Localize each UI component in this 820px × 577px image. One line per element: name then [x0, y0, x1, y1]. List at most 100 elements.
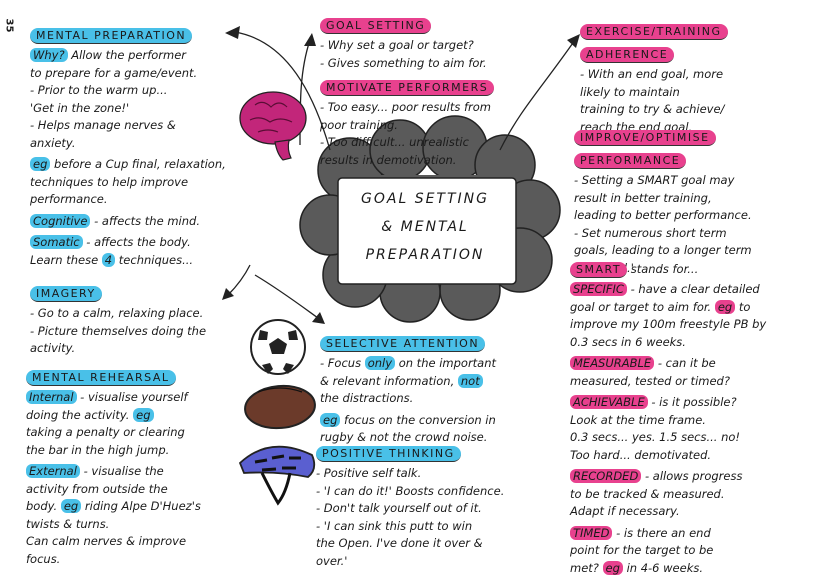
- note-line: SPECIFIC - have a clear detailed: [570, 281, 766, 299]
- note-line: - 'I can sink this putt to win: [316, 518, 504, 536]
- note-line: - Go to a calm, relaxing place.: [30, 305, 206, 323]
- note-text: - 'I can do it!' Boosts confidence.: [316, 484, 504, 498]
- note-text: likely to maintain: [580, 85, 680, 99]
- note-line: poor training.: [320, 117, 494, 135]
- highlighted-keyword: eg: [30, 157, 50, 171]
- section-improve-performance: IMPROVE/OPTIMISE PERFORMANCE - Setting a S…: [574, 126, 752, 277]
- note-text: - 'I can sink this putt to win: [316, 519, 472, 533]
- highlighted-keyword: MEASURABLE: [570, 356, 654, 370]
- note-line: MEASURABLE - can it be: [570, 355, 766, 373]
- note-line: techniques to help improve: [30, 174, 226, 192]
- note-text: result in better training,: [574, 191, 712, 205]
- note-text: before a Cup final, relaxation,: [50, 157, 225, 171]
- central-topic-title: GOAL SETTING & MENTAL PREPARATION: [345, 185, 505, 269]
- note-line: goals, leading to a longer term: [574, 242, 752, 260]
- section-motivate-performers: MOTIVATE PERFORMERS - Too easy... poor re…: [320, 76, 494, 169]
- highlighted-keyword: eg: [715, 300, 735, 314]
- note-text: - Too easy... poor results from: [320, 100, 491, 114]
- note-text: over.': [316, 554, 347, 568]
- note-text: - Set numerous short term: [574, 226, 727, 240]
- note-line: performance.: [30, 191, 226, 209]
- highlighted-keyword: eg: [320, 413, 340, 427]
- note-line: - Picture themselves doing the: [30, 323, 206, 341]
- note-text: - Gives something to aim for.: [320, 56, 487, 70]
- note-text: 0.3 secs in 6 weeks.: [570, 335, 686, 349]
- note-text: leading to better performance.: [574, 208, 752, 222]
- note-line: training to try & achieve/: [580, 101, 728, 119]
- center-title-line: PREPARATION: [345, 241, 505, 269]
- note-line: taking a penalty or clearing: [26, 424, 201, 442]
- note-line: doing the activity. eg: [26, 407, 201, 425]
- note-line: - Prior to the warm up...: [30, 82, 226, 100]
- note-text: - Don't talk yourself out of it.: [316, 501, 482, 515]
- note-line: to be tracked & measured.: [570, 486, 766, 504]
- highlighted-keyword: only: [365, 356, 395, 370]
- section-heading: SELECTIVE ATTENTION: [320, 336, 485, 352]
- note-text: - With an end goal, more: [580, 67, 723, 81]
- note-line: measured, tested or timed?: [570, 373, 766, 391]
- highlighted-keyword: eg: [603, 561, 623, 575]
- note-line: activity.: [30, 340, 206, 358]
- section-heading: SMART: [570, 262, 627, 278]
- note-text: - affects the mind.: [90, 214, 200, 228]
- note-text: - Go to a calm, relaxing place.: [30, 306, 203, 320]
- note-text: results in demotivation.: [320, 153, 456, 167]
- highlighted-keyword: External: [26, 464, 80, 478]
- brain-icon: [240, 92, 306, 160]
- note-line: - Don't talk yourself out of it.: [316, 500, 504, 518]
- note-text: Allow the performer: [68, 48, 186, 62]
- note-text: in 4-6 weeks.: [623, 561, 703, 575]
- section-mental-preparation: MENTAL PREPARATION Why? Allow the perform…: [30, 24, 226, 269]
- note-line: Why? Allow the performer: [30, 47, 226, 65]
- note-line: the Open. I've done it over &: [316, 535, 504, 553]
- section-mental-rehearsal: MENTAL REHEARSAL Internal - visualise you…: [26, 366, 201, 568]
- note-text: - is it possible?: [648, 395, 737, 409]
- note-line: - With an end goal, more: [580, 66, 728, 84]
- note-text: - Focus: [320, 356, 365, 370]
- note-text: taking a penalty or clearing: [26, 425, 185, 439]
- note-line: focus.: [26, 551, 201, 569]
- note-line: - Positive self talk.: [316, 465, 504, 483]
- section-heading: PERFORMANCE: [574, 153, 686, 169]
- note-text: techniques to help improve: [30, 175, 188, 189]
- note-text: improve my 100m freestyle PB by: [570, 317, 766, 331]
- note-line: met? eg in 4-6 weeks.: [570, 560, 766, 577]
- football-icon: [251, 320, 305, 374]
- note-line: the bar in the high jump.: [26, 442, 201, 460]
- note-text: - Why set a goal or target?: [320, 38, 474, 52]
- note-text: met?: [570, 561, 603, 575]
- section-heading: MENTAL PREPARATION: [30, 28, 192, 44]
- note-line: - Focus only on the important: [320, 355, 496, 373]
- section-heading: ADHERENCE: [580, 47, 674, 63]
- note-text: the Open. I've done it over &: [316, 536, 483, 550]
- note-line: anxiety.: [30, 135, 226, 153]
- arrow-to-exercise-adherence: [500, 40, 575, 150]
- note-text: - Setting a SMART goal may: [574, 173, 734, 187]
- note-line: - Setting a SMART goal may: [574, 172, 752, 190]
- note-text: performance.: [30, 192, 108, 206]
- note-line: Cognitive - affects the mind.: [30, 213, 226, 231]
- section-heading: MENTAL REHEARSAL: [26, 370, 176, 386]
- highlighted-keyword: SPECIFIC: [570, 282, 627, 296]
- note-text: - visualise yourself: [77, 390, 188, 404]
- note-line: - Set numerous short term: [574, 225, 752, 243]
- note-line: Learn these 4 techniques...: [30, 252, 226, 270]
- section-heading: MOTIVATE PERFORMERS: [320, 80, 494, 96]
- note-line: results in demotivation.: [320, 152, 494, 170]
- highlighted-keyword: Internal: [26, 390, 77, 404]
- note-text: twists & turns.: [26, 517, 109, 531]
- note-text: Look at the time frame.: [570, 413, 706, 427]
- note-text: measured, tested or timed?: [570, 374, 730, 388]
- section-selective-attention: SELECTIVE ATTENTION - Focus only on the i…: [320, 332, 496, 447]
- heading-suffix: stands for...: [627, 262, 698, 276]
- arrow-to-selective-attention: [255, 275, 318, 318]
- highlighted-keyword: eg: [133, 408, 153, 422]
- note-line: goal or target to aim for. eg to: [570, 299, 766, 317]
- note-text: to prepare for a game/event.: [30, 66, 197, 80]
- section-heading: IMPROVE/OPTIMISE: [574, 130, 716, 146]
- note-text: the bar in the high jump.: [26, 443, 169, 457]
- note-text: to: [735, 300, 750, 314]
- note-text: poor training.: [320, 118, 398, 132]
- note-line: Look at the time frame.: [570, 412, 766, 430]
